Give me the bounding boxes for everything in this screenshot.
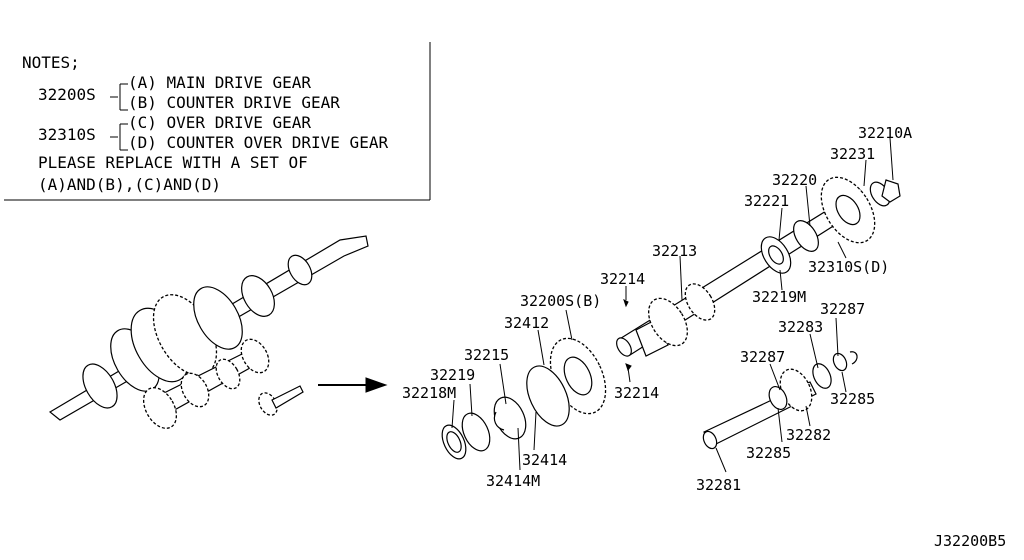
label-32414M: 32414M	[486, 472, 540, 490]
label-32220: 32220	[772, 171, 817, 189]
label-32414: 32414	[522, 451, 567, 469]
notes-bracket-1	[110, 83, 128, 111]
label-32281: 32281	[696, 476, 741, 494]
label-32282: 32282	[786, 426, 831, 444]
notes-item-a: (A) MAIN DRIVE GEAR	[128, 73, 311, 92]
label-32285-bot: 32285	[746, 444, 791, 462]
label-32219M: 32219M	[752, 288, 806, 306]
notes-box: NOTES; 32200S (A) MAIN DRIVE GEAR (B) CO…	[4, 42, 431, 201]
label-32310S-D: 32310S(D)	[808, 258, 889, 276]
label-32221: 32221	[744, 192, 789, 210]
label-32213: 32213	[652, 242, 697, 260]
notes-item-d: (D) COUNTER OVER DRIVE GEAR	[128, 133, 388, 152]
label-32210A: 32210A	[858, 124, 912, 142]
label-32283: 32283	[778, 318, 823, 336]
notes-replace-line-1: PLEASE REPLACE WITH A SET OF	[38, 153, 308, 172]
label-32219: 32219	[430, 366, 475, 384]
label-32200S-B: 32200S(B)	[520, 292, 601, 310]
notes-bracket-2	[110, 123, 128, 151]
notes-group2-code: 32310S	[38, 125, 96, 144]
leader-lines	[451, 137, 894, 473]
overview-assembly-illustration	[48, 235, 369, 429]
label-32214-top: 32214	[600, 270, 645, 288]
label-32231: 32231	[830, 145, 875, 163]
label-32287-top: 32287	[820, 300, 865, 318]
counter-gear-illustration	[441, 337, 607, 460]
main-shaft-illustration	[616, 176, 901, 372]
output-shaft-illustration	[702, 351, 858, 450]
label-32218M: 32218M	[402, 384, 456, 402]
diagram-code: J32200B5	[934, 532, 1006, 550]
notes-group1-code: 32200S	[38, 85, 96, 104]
label-32214-bot: 32214	[614, 384, 659, 402]
part-labels: 32210A 32231 32220 32221 32213 32310S(D)…	[402, 124, 912, 494]
notes-title: NOTES;	[22, 53, 80, 72]
notes-item-c: (C) OVER DRIVE GEAR	[128, 113, 311, 132]
label-32285-right: 32285	[830, 390, 875, 408]
notes-item-b: (B) COUNTER DRIVE GEAR	[128, 93, 340, 112]
label-32412: 32412	[504, 314, 549, 332]
direction-arrow	[318, 377, 388, 393]
label-32215: 32215	[464, 346, 509, 364]
label-32287-mid: 32287	[740, 348, 785, 366]
notes-replace-line-2: (A)AND(B),(C)AND(D)	[38, 175, 221, 194]
